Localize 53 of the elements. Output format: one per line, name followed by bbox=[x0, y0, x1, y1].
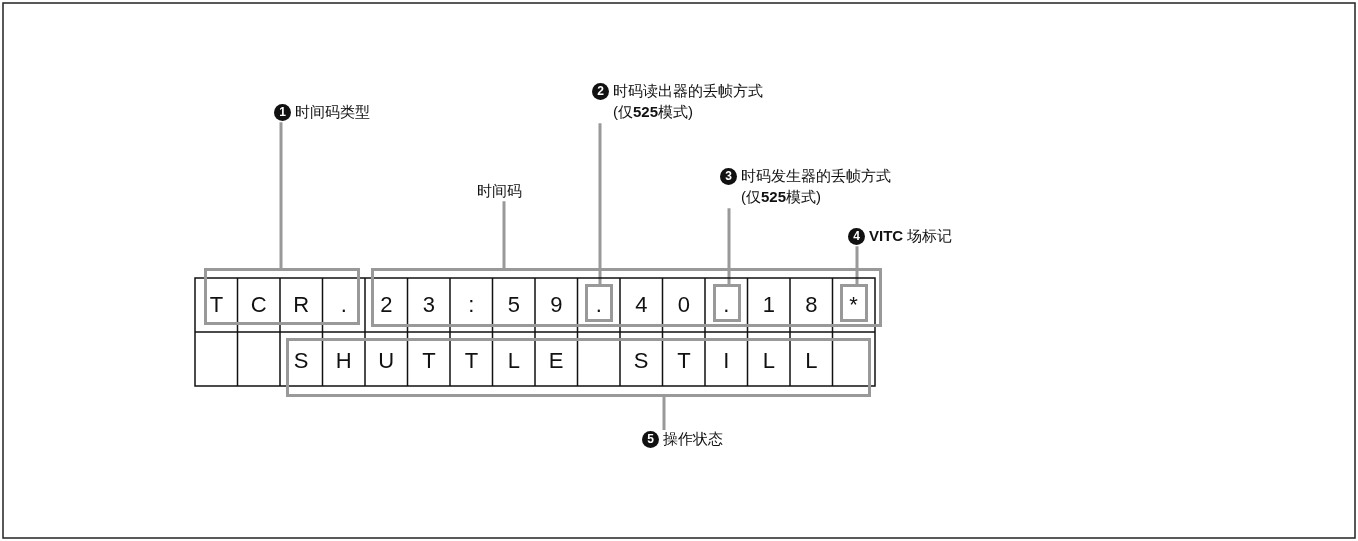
highlight-frame bbox=[713, 284, 741, 322]
display-character: I bbox=[723, 348, 730, 374]
display-character: H bbox=[335, 348, 352, 374]
leader-line bbox=[502, 201, 506, 268]
highlight-frame bbox=[286, 338, 871, 397]
display-character: 1 bbox=[762, 292, 775, 318]
callout-number: 4 bbox=[848, 228, 865, 246]
callout-number: 3 bbox=[720, 168, 737, 186]
leader-line bbox=[727, 208, 731, 284]
display-character: T bbox=[464, 348, 479, 374]
display-character: T bbox=[677, 348, 691, 374]
display-character: . bbox=[340, 292, 347, 318]
display-character: S bbox=[633, 348, 649, 374]
display-character: 8 bbox=[805, 292, 818, 318]
leader-line bbox=[279, 122, 283, 268]
display-character: . bbox=[723, 292, 730, 318]
display-character: L bbox=[507, 348, 520, 374]
callout-label: VITC 场标记 bbox=[869, 227, 953, 245]
callout-label: (仅525模式) bbox=[613, 103, 694, 121]
display-character: . bbox=[595, 292, 602, 318]
display-character: 5 bbox=[507, 292, 520, 318]
callout-label: 操作状态 bbox=[663, 430, 723, 448]
display-character: L bbox=[805, 348, 818, 374]
callout-label: 时间码 bbox=[477, 182, 522, 200]
callout-number: 2 bbox=[592, 83, 609, 101]
display-character: 3 bbox=[422, 292, 435, 318]
display-character: 2 bbox=[380, 292, 393, 318]
display-character: S bbox=[293, 348, 309, 374]
highlight-frame bbox=[371, 268, 882, 327]
highlight-frame bbox=[204, 268, 360, 325]
callout-label: 时码读出器的丢帧方式 bbox=[613, 82, 763, 100]
leader-line bbox=[855, 246, 859, 284]
display-character: R bbox=[293, 292, 310, 318]
display-character: 9 bbox=[550, 292, 563, 318]
display-character: T bbox=[422, 348, 436, 374]
display-character: C bbox=[250, 292, 267, 318]
display-character: E bbox=[548, 348, 564, 374]
display-character: : bbox=[468, 292, 475, 318]
display-character: T bbox=[209, 292, 224, 318]
highlight-frame bbox=[585, 284, 613, 322]
leader-line bbox=[598, 123, 602, 284]
display-character: 0 bbox=[677, 292, 690, 318]
callout-label: (仅525模式) bbox=[741, 188, 822, 206]
callout-label: 时间码类型 bbox=[295, 103, 370, 121]
display-character: * bbox=[849, 292, 858, 318]
display-character: U bbox=[378, 348, 395, 374]
highlight-frame bbox=[840, 284, 868, 322]
callout-number: 1 bbox=[274, 104, 291, 122]
callout-number: 5 bbox=[642, 431, 659, 449]
display-character: L bbox=[762, 348, 775, 374]
leader-line bbox=[662, 397, 666, 430]
display-character: 4 bbox=[635, 292, 648, 318]
callout-label: 时码发生器的丢帧方式 bbox=[741, 167, 891, 185]
